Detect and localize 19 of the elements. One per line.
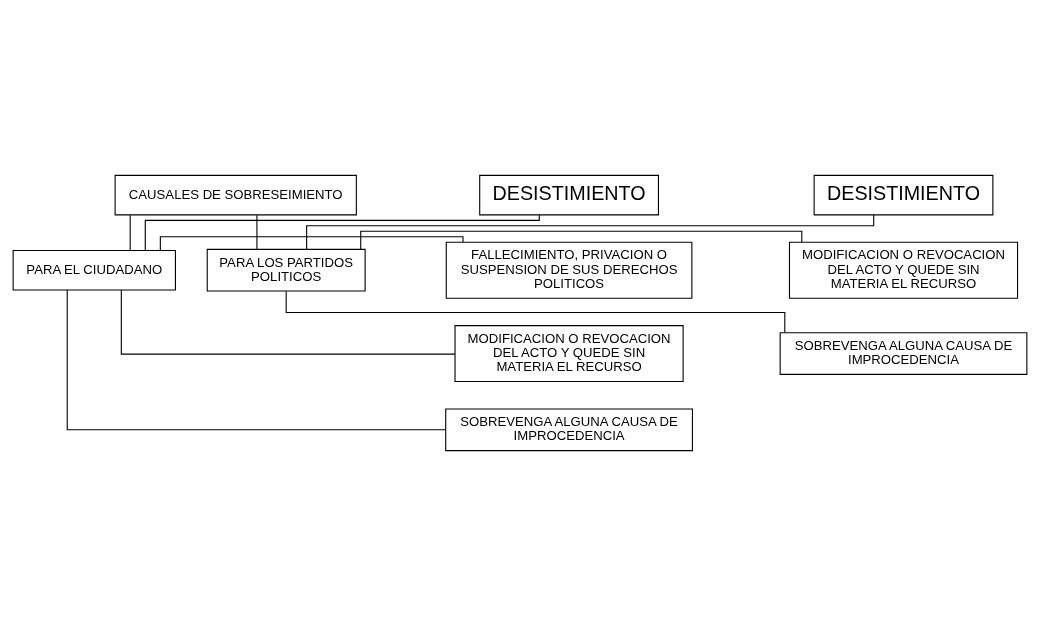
connector — [285, 290, 786, 333]
connector — [144, 213, 540, 251]
node-box: MODIFICACION O REVOCACION DEL ACTO Y QUEDE SIN MATERIA EL RECURSO — [788, 241, 1019, 299]
connector — [66, 289, 447, 430]
node-box: SOBREVENGA ALGUNA CAUSA DE IMPROCEDENCIA — [779, 331, 1028, 375]
node-box: PARA EL CIUDADANO — [12, 249, 176, 291]
connector — [129, 214, 131, 251]
connector — [120, 289, 456, 355]
connector — [159, 235, 464, 251]
node-box: DESISTIMIENTO — [479, 174, 659, 215]
connector — [360, 230, 803, 249]
node-box: PARA LOS PARTIDOS POLITICOS — [206, 248, 366, 292]
node-box: MODIFICACION O REVOCACION DEL ACTO Y QUEDE SIN MATERIA EL RECURSO — [454, 324, 684, 382]
node-box: FALLECIMIENTO, PRIVACION O SUSPENSION DE SUS DERECHOS POLITICOS — [445, 241, 693, 299]
connector — [256, 214, 258, 250]
node-box: DESISTIMIENTO — [813, 174, 994, 215]
node-box: SOBREVENGA ALGUNA CAUSA DE IMPROCEDENCIA — [445, 407, 693, 451]
connector — [306, 214, 875, 250]
node-box: CAUSALES DE SOBRESEIMIENTO — [114, 174, 357, 215]
